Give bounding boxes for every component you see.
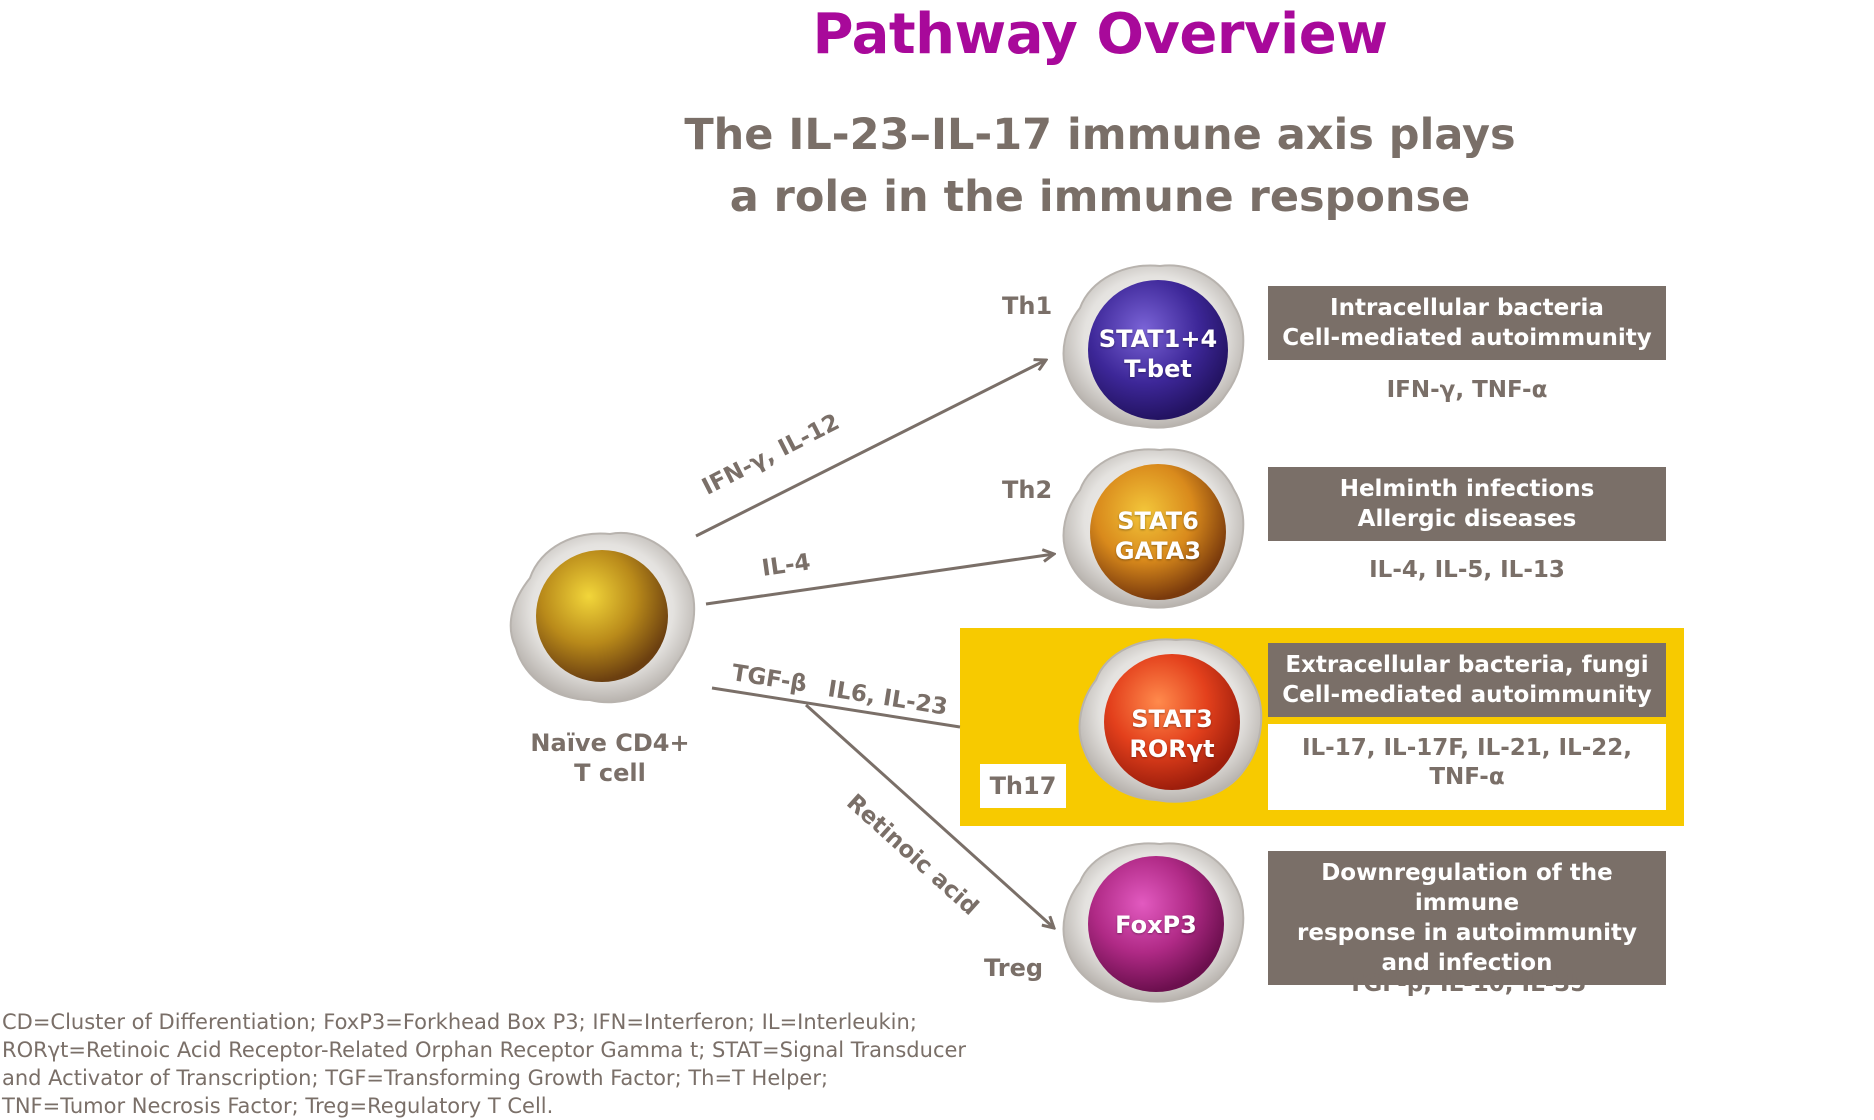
arrow-to-th2 — [705, 554, 1054, 606]
treg-cytokines: TGF-β, IL-10, IL-35 — [1268, 970, 1666, 999]
function-text: Downregulation of the immune — [1321, 860, 1613, 916]
footnote-line: CD=Cluster of Differentiation; FoxP3=For… — [2, 1010, 917, 1034]
function-text: Helminth infections — [1339, 476, 1595, 502]
cytokine-text: TNF-α — [1429, 764, 1505, 790]
cytokine-text: TGF-β, IL-10, IL-35 — [1347, 971, 1587, 997]
th1-name: Th1 — [1002, 292, 1053, 320]
naive-cell-label: Naïve CD4+ T cell — [520, 728, 700, 788]
line-to-th17 — [711, 686, 961, 729]
subtitle: The IL-23–IL-17 immune axis plays a role… — [600, 104, 1600, 228]
function-text: Allergic diseases — [1357, 506, 1577, 532]
marker-text: GATA3 — [1114, 537, 1202, 565]
marker-text: STAT1+4 — [1098, 325, 1218, 353]
th2-cell-icon — [1062, 448, 1245, 609]
naive-label-line: Naïve CD4+ — [530, 729, 690, 757]
th17-cytokine-panel — [1268, 724, 1666, 810]
page-title: Pathway Overview — [812, 2, 1388, 67]
treg-name: Treg — [984, 954, 1044, 982]
function-text: Cell-mediated autoimmunity — [1282, 682, 1652, 708]
naive-label-line: T cell — [574, 759, 646, 787]
footnote-line: TNF=Tumor Necrosis Factor; Treg=Regulato… — [2, 1094, 554, 1118]
th1-cytokines: IFN-γ, TNF-α — [1268, 376, 1666, 405]
function-text: Intracellular bacteria — [1330, 295, 1604, 321]
arrow-to-th1 — [695, 360, 1046, 538]
footnote-line: and Activator of Transcription; TGF=Tran… — [2, 1066, 829, 1090]
marker-text: FoxP3 — [1115, 911, 1197, 939]
treg-cell-icon — [1062, 842, 1245, 1003]
th1-function-box: Intracellular bacteria Cell-mediated aut… — [1268, 286, 1666, 360]
th1-cell-icon — [1062, 264, 1245, 429]
subtitle-line: The IL-23–IL-17 immune axis plays — [684, 110, 1516, 160]
marker-text: T-bet — [1124, 355, 1192, 383]
function-text: Cell-mediated autoimmunity — [1282, 325, 1652, 351]
footnote-line: RORγt=Retinoic Acid Receptor-Related Orp… — [2, 1038, 967, 1062]
th17-function-box: Extracellular bacteria, fungi Cell-media… — [1268, 643, 1666, 717]
cytokine-text: IL-17, IL-17F, IL-21, IL-22, — [1301, 735, 1633, 761]
th1-markers: STAT1+4 T-bet — [1088, 324, 1228, 384]
naive-cd4-cell-icon — [509, 531, 696, 704]
th17-name: Th17 — [980, 764, 1066, 808]
th2-function-box: Helminth infections Allergic diseases — [1268, 467, 1666, 541]
th17-cytokines: IL-17, IL-17F, IL-21, IL-22, TNF-α — [1268, 734, 1666, 792]
cytokine-text: IL-4, IL-5, IL-13 — [1369, 557, 1565, 583]
treg-markers: FoxP3 — [1086, 910, 1226, 940]
marker-text: STAT6 — [1117, 507, 1199, 535]
function-text: and infection — [1381, 950, 1553, 976]
th2-markers: STAT6 GATA3 — [1088, 506, 1228, 566]
function-text: Extracellular bacteria, fungi — [1285, 652, 1649, 678]
th2-cytokines: IL-4, IL-5, IL-13 — [1268, 556, 1666, 585]
treg-function-box: Downregulation of the immune response in… — [1268, 851, 1666, 985]
subtitle-line: a role in the immune response — [729, 172, 1471, 222]
th17-cell-icon — [1078, 638, 1263, 803]
cytokine-text: IFN-γ, TNF-α — [1386, 377, 1548, 403]
th2-name: Th2 — [1002, 476, 1053, 504]
marker-text: STAT3 — [1131, 705, 1213, 733]
function-text: response in autoimmunity — [1297, 920, 1637, 946]
arrow-to-treg — [804, 703, 1054, 928]
abbreviations-footnote: CD=Cluster of Differentiation; FoxP3=For… — [2, 1008, 1002, 1120]
marker-text: RORγt — [1129, 735, 1215, 763]
th17-markers: STAT3 RORγt — [1102, 704, 1242, 764]
